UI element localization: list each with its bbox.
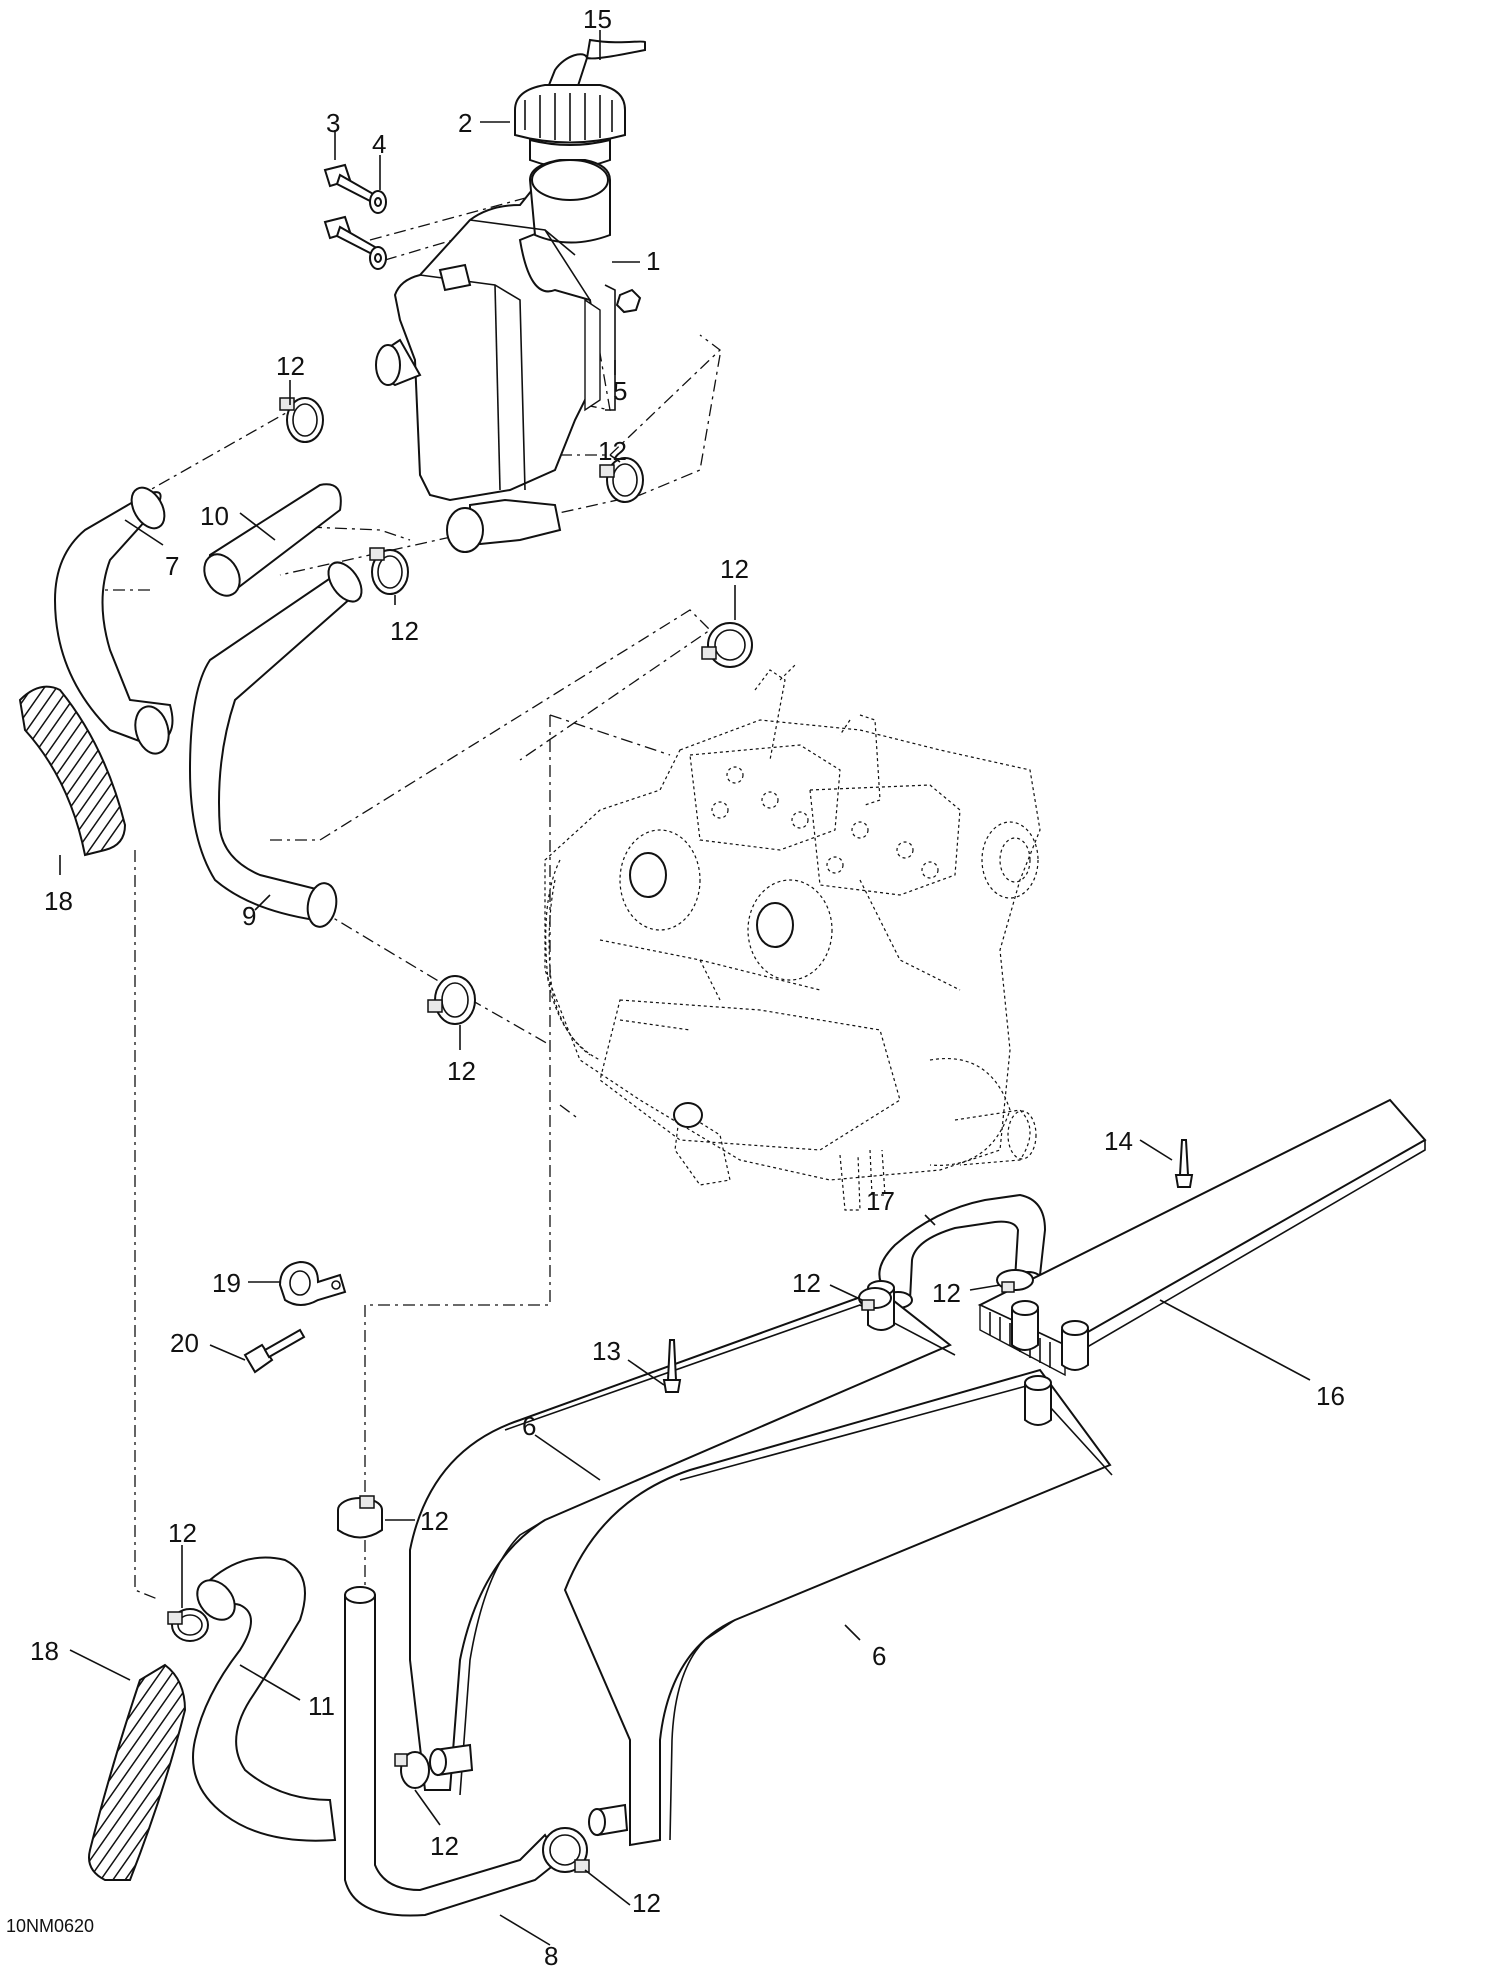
callout-12-hose-9: 12 <box>447 1056 476 1086</box>
callout-12-hose-17-right: 12 <box>932 1278 961 1308</box>
callout-12-exchanger-front: 12 <box>430 1831 459 1861</box>
hose-clamps <box>167 397 1034 1873</box>
callout-10: 10 <box>200 501 229 531</box>
coolant-tank <box>375 159 642 553</box>
rivet-13 <box>662 1339 682 1393</box>
assembly-center-lines <box>100 189 722 1601</box>
callout-1: 1 <box>646 246 660 276</box>
callout-12-tank-bottom: 12 <box>390 616 419 646</box>
callout-15: 15 <box>583 4 612 34</box>
callout-2: 2 <box>458 108 472 138</box>
clamp-hose-8-top <box>337 1495 383 1539</box>
hose-10 <box>203 483 342 597</box>
corrugated-guard-lower <box>88 1663 187 1881</box>
engine-block <box>544 664 1041 1211</box>
clamp-tank-bottom <box>369 547 409 595</box>
callout-16: 16 <box>1316 1381 1345 1411</box>
callout-3: 3 <box>326 108 340 138</box>
callout-8: 8 <box>544 1941 558 1971</box>
clamp-engine-top <box>701 622 753 668</box>
hose-8 <box>344 1586 562 1917</box>
callout-19: 19 <box>212 1268 241 1298</box>
callout-6-front: 6 <box>522 1411 536 1441</box>
clamp-hose-11 <box>167 1608 209 1642</box>
clip-19 <box>278 1260 347 1306</box>
callout-12-exchanger-rear: 12 <box>632 1888 661 1918</box>
heat-exchanger-6-rear <box>563 1368 1113 1847</box>
callout-12-hose-11: 12 <box>168 1518 197 1548</box>
clamp-tank-left <box>279 397 324 443</box>
hose-11 <box>192 1556 337 1842</box>
clamp-hose-9 <box>427 975 476 1025</box>
washers <box>369 190 387 270</box>
clamp-exchanger-rear <box>542 1827 590 1873</box>
callout-12-tank-left: 12 <box>276 351 305 381</box>
hose-7 <box>53 486 174 755</box>
callout-14: 14 <box>1104 1126 1133 1156</box>
callout-labels: 15 2 3 4 1 5 12 12 10 7 12 12 18 9 12 14… <box>6 4 1345 1971</box>
callout-20: 20 <box>170 1328 199 1358</box>
heat-exchanger-16 <box>977 1098 1427 1377</box>
leader-lines <box>59 30 1311 1946</box>
callout-4: 4 <box>372 129 386 159</box>
coolant-cap <box>514 38 646 169</box>
hose-9 <box>188 561 363 928</box>
callout-12-tank-right: 12 <box>598 436 627 466</box>
callout-6-rear: 6 <box>872 1641 886 1671</box>
callout-12-hose-8-top: 12 <box>420 1506 449 1536</box>
callout-7: 7 <box>165 551 179 581</box>
bolt-20 <box>243 1328 306 1374</box>
callout-9: 9 <box>242 901 256 931</box>
callout-11: 11 <box>308 1691 335 1721</box>
callout-12-hose-17-left: 12 <box>792 1268 821 1298</box>
clamp-hose-17-right <box>996 1269 1034 1293</box>
figure-code: 10NM0620 <box>6 1916 94 1936</box>
clamp-tank-right <box>599 457 644 503</box>
callout-13: 13 <box>592 1336 621 1366</box>
callout-18-lower: 18 <box>30 1636 59 1666</box>
mounting-screws <box>323 163 377 256</box>
rivet-14 <box>1174 1139 1194 1188</box>
callout-12-engine-top: 12 <box>720 554 749 584</box>
callout-17: 17 <box>866 1186 895 1216</box>
clamp-exchanger-front <box>394 1751 430 1789</box>
corrugated-guard-upper <box>18 685 127 857</box>
callout-5: 5 <box>613 376 627 406</box>
callout-18-upper: 18 <box>44 886 73 916</box>
